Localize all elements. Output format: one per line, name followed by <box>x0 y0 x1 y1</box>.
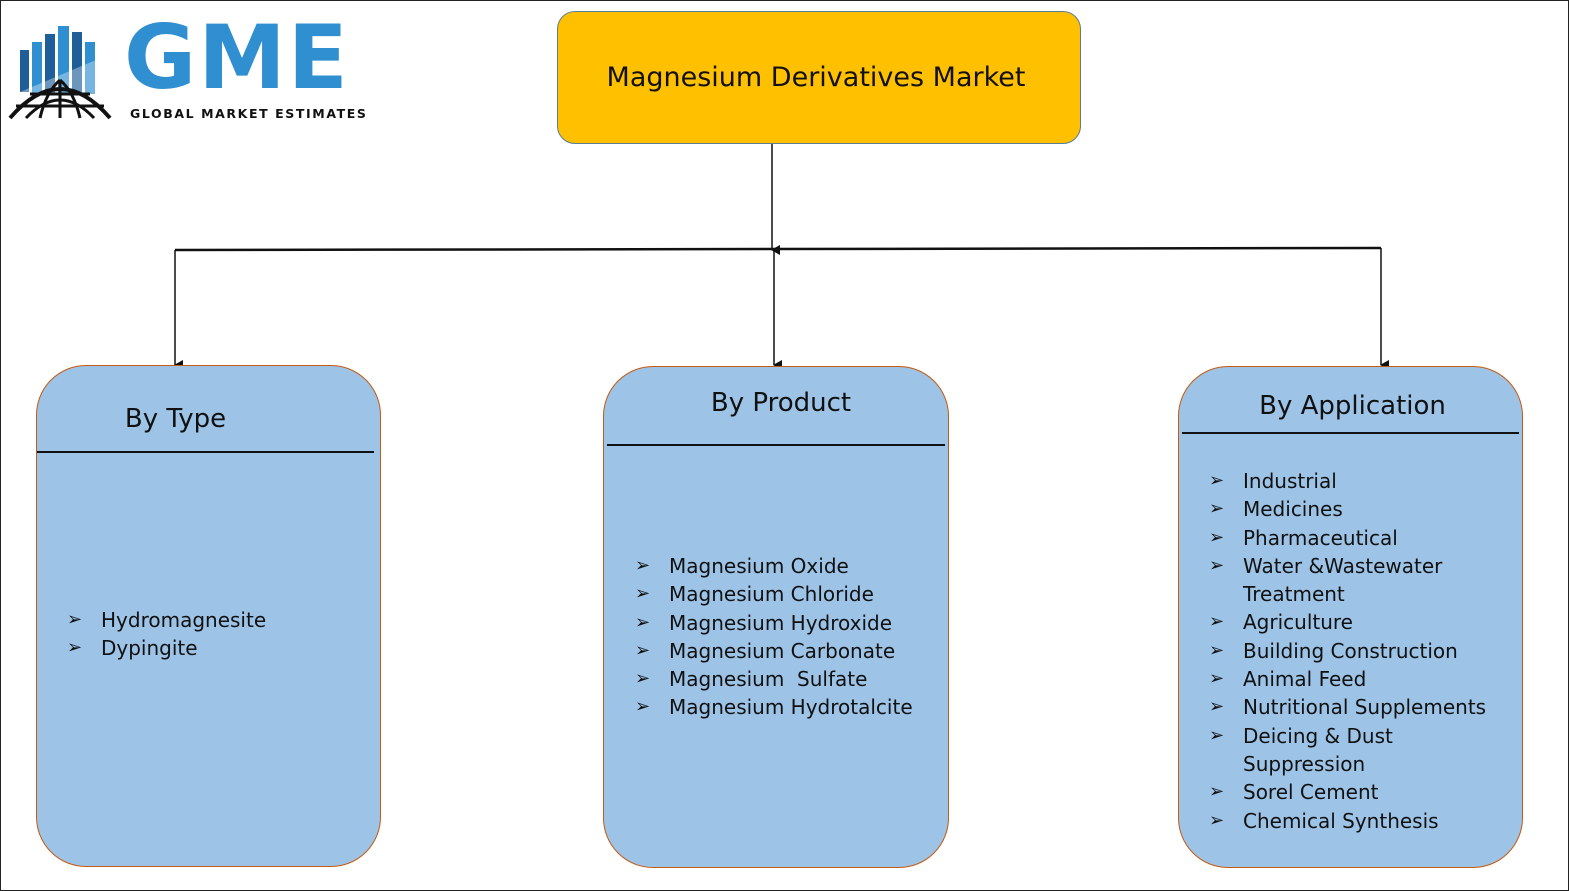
arrow-bullet-icon: ➢ <box>1209 668 1225 690</box>
category-divider <box>607 444 945 446</box>
list-item: ➢Magnesium Sulfate <box>635 665 913 693</box>
arrow-bullet-icon: ➢ <box>1209 696 1225 718</box>
category-box-type: By Type ➢Hydromagnesite ➢Dypingite <box>36 365 381 867</box>
category-divider <box>37 451 374 453</box>
globe-buildings-icon <box>8 26 112 120</box>
arrow-bullet-icon: ➢ <box>635 639 651 661</box>
list-item: ➢Magnesium Hydrotalcite <box>635 693 913 721</box>
gme-logo: GME GLOBAL MARKET ESTIMATES <box>6 14 398 124</box>
arrow-bullet-icon: ➢ <box>67 609 83 630</box>
category-box-application: By Application ➢Industrial ➢Medicines ➢P… <box>1178 366 1523 868</box>
category-box-product: By Product ➢Magnesium Oxide ➢Magnesium C… <box>603 366 949 868</box>
list-item: ➢Chemical Synthesis <box>1209 807 1486 835</box>
list-item: ➢Magnesium Chloride <box>635 580 913 608</box>
list-item: ➢Building Construction <box>1209 637 1486 665</box>
arrow-bullet-icon: ➢ <box>1209 498 1225 520</box>
list-item: ➢Medicines <box>1209 495 1486 523</box>
arrow-bullet-icon: ➢ <box>635 668 651 690</box>
arrow-bullet-icon: ➢ <box>635 555 651 576</box>
arrow-bullet-icon: ➢ <box>635 611 651 633</box>
arrow-bullet-icon: ➢ <box>1209 554 1225 576</box>
list-item: ➢Magnesium Carbonate <box>635 637 913 665</box>
branch-bar <box>174 246 1382 252</box>
arrow-bullet-icon: ➢ <box>1209 639 1225 661</box>
category-title: By Type <box>124 404 227 434</box>
list-item: ➢Nutritional Supplements <box>1209 693 1486 721</box>
root-title: Magnesium Derivatives Market <box>606 62 1026 93</box>
arrow-bullet-icon: ➢ <box>1209 781 1225 803</box>
category-title: By Application <box>1259 391 1446 421</box>
category-divider <box>1182 432 1519 434</box>
list-item: ➢Dypingite <box>67 634 266 662</box>
list-item: ➢Pharmaceutical <box>1209 524 1486 552</box>
list-item: ➢Agriculture <box>1209 608 1486 636</box>
list-item: ➢Magnesium Hydroxide <box>635 609 913 637</box>
list-item: ➢Deicing & Dust Suppression <box>1209 723 1393 776</box>
category-item-list: ➢Hydromagnesite ➢Dypingite <box>67 606 266 663</box>
category-item-list: ➢Magnesium Oxide ➢Magnesium Chloride ➢Ma… <box>635 552 913 722</box>
logo-letters: GME <box>124 6 350 109</box>
category-title: By Product <box>710 388 852 418</box>
logo-tagline: GLOBAL MARKET ESTIMATES <box>130 106 368 121</box>
arrow-bullet-icon: ➢ <box>1209 724 1225 746</box>
list-item: ➢Animal Feed <box>1209 665 1486 693</box>
arrow-bullet-icon: ➢ <box>1209 526 1225 548</box>
arrow-bullet-icon: ➢ <box>1209 809 1225 831</box>
arrow-bullet-icon: ➢ <box>1209 470 1225 491</box>
list-item: ➢Water &Wastewater Treatment <box>1209 553 1443 607</box>
arrow-bullet-icon: ➢ <box>1209 611 1225 633</box>
list-item: ➢Magnesium Oxide <box>635 552 913 580</box>
list-item: ➢Sorel Cement <box>1209 778 1486 806</box>
category-item-list: ➢Industrial ➢Medicines ➢Pharmaceutical ➢… <box>1209 467 1486 835</box>
root-node: Magnesium Derivatives Market <box>557 11 1081 144</box>
arrow-bullet-icon: ➢ <box>67 637 83 659</box>
list-item: ➢Industrial <box>1209 467 1486 495</box>
list-item: ➢Hydromagnesite <box>67 606 266 634</box>
arrow-bullet-icon: ➢ <box>635 583 651 605</box>
arrow-bullet-icon: ➢ <box>635 696 651 718</box>
